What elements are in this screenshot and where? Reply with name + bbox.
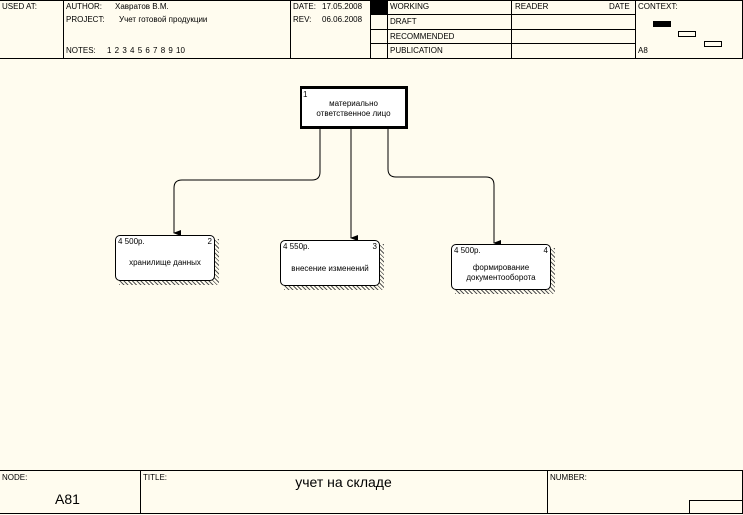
arrow-to-box-4 — [387, 129, 501, 246]
title-label: TITLE: — [143, 473, 168, 482]
working-marker — [371, 1, 387, 14]
rev-value: 06.06.2008 — [322, 15, 363, 24]
box-number: 3 — [372, 242, 377, 251]
notes-label: NOTES: — [66, 46, 96, 55]
activity-box-2[interactable]: 4 500р. 2 хранилище данных — [115, 235, 215, 281]
box-label: материально — [329, 99, 378, 108]
box-label: документооборота — [466, 273, 536, 282]
context-box-active — [653, 21, 671, 27]
diagram-title: учет на складе — [295, 474, 392, 490]
activity-box-3[interactable]: 4 550р. 3 внесение изменений — [280, 240, 380, 286]
date-label: DATE: — [293, 2, 316, 11]
node-value: A81 — [55, 491, 80, 507]
number-box — [689, 500, 743, 514]
context-box — [704, 41, 722, 47]
box-label: внесение изменений — [291, 264, 369, 273]
node-label: NODE: — [2, 473, 28, 482]
context-box — [678, 31, 696, 37]
reader-label: READER — [515, 2, 549, 11]
rev-label: REV: — [293, 15, 312, 24]
status-recommended: RECOMMENDED — [390, 32, 455, 41]
activity-box-4[interactable]: 4 500р. 4 формирование документооборота — [451, 244, 551, 290]
parent-activity-box[interactable]: 1 материально ответственное лицо — [300, 86, 408, 129]
author-value: Хавратов В.М. — [115, 2, 169, 11]
used-at-label: USED AT: — [2, 2, 37, 11]
date-value: 17.05.2008 — [322, 2, 363, 11]
box-cost: 4 500р. — [118, 237, 145, 246]
project-label: PROJECT: — [66, 15, 105, 24]
notes-value: 1 2 3 4 5 6 7 8 9 10 — [107, 46, 185, 55]
box-label: формирование — [472, 263, 530, 272]
box-label: хранилище данных — [129, 258, 201, 267]
context-label: CONTEXT: — [638, 2, 678, 11]
box-label: ответственное лицо — [316, 109, 391, 118]
project-value: Учет готовой продукции — [119, 15, 208, 24]
reader-date-label: DATE — [609, 2, 630, 11]
box-number: 2 — [207, 237, 212, 246]
status-publication: PUBLICATION — [390, 46, 443, 55]
status-draft: DRAFT — [390, 17, 417, 26]
box-cost: 4 550р. — [283, 242, 310, 251]
box-number: 4 — [543, 246, 548, 255]
number-label: NUMBER: — [550, 473, 587, 482]
author-label: AUTHOR: — [66, 2, 102, 11]
status-working: WORKING — [390, 2, 430, 11]
arrow-to-box-2 — [173, 129, 321, 236]
box-cost: 4 500р. — [454, 246, 481, 255]
context-node: A8 — [638, 46, 648, 55]
box-number: 1 — [303, 90, 308, 99]
